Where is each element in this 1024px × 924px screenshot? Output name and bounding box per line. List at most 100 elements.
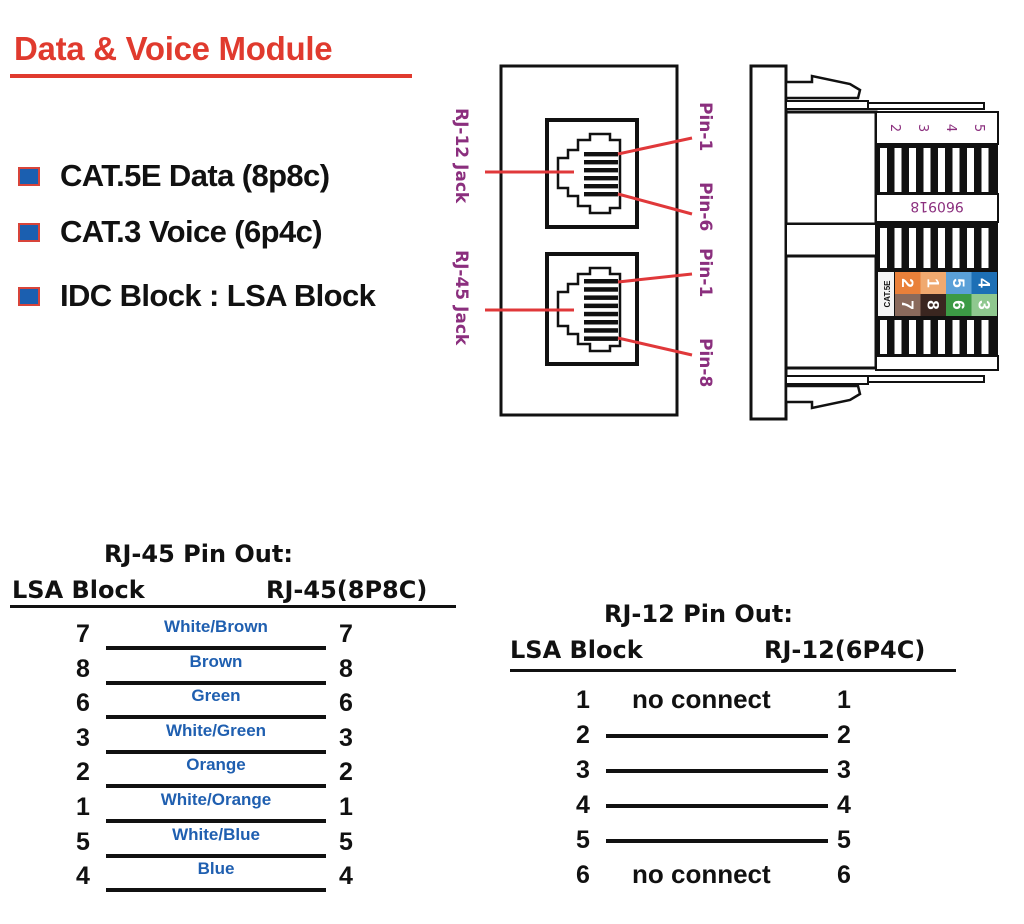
lsa-pin-number: 6 <box>576 861 590 889</box>
color-code-cell <box>946 272 972 294</box>
lsa-pin-number: 7 <box>76 620 90 648</box>
wire-line <box>106 715 326 720</box>
rj45-jack-label: RJ-45 Jack <box>451 250 471 346</box>
feature-item: CAT.3 Voice (6p4c) <box>18 214 323 250</box>
module-front-view: RJ-12 Jack RJ-45 Jack Pin-1 Pin-6 Pin-1 … <box>451 64 715 417</box>
wire-line <box>106 680 326 685</box>
rj45-pin-number: 2 <box>339 758 353 787</box>
color-code-number: 4 <box>974 278 993 288</box>
jack-contact-pin <box>584 287 618 292</box>
cat5e-tag <box>878 272 894 316</box>
rj45-pinout-title: RJ-45 Pin Out: <box>104 540 293 568</box>
rj45-pin-number: 8 <box>339 654 353 683</box>
lsa-pin-number: 1 <box>576 686 590 714</box>
feature-label: IDC Block : LSA Block <box>60 278 376 313</box>
feature-item: CAT.5E Data (8p8c) <box>18 158 330 194</box>
idc-terminal-number: 4 <box>943 124 958 132</box>
rj45-pin-number: 1 <box>339 793 353 821</box>
idc-slot <box>981 148 989 192</box>
idc-slot <box>923 320 931 354</box>
lsa-pin-number: 8 <box>76 654 90 683</box>
idc-slot <box>967 148 974 192</box>
rj45-left-header: LSA Block <box>12 576 145 604</box>
idc-slot <box>894 320 902 354</box>
bullet-square-icon <box>18 222 40 242</box>
rj12-pinout-title: RJ-12 Pin Out: <box>604 600 793 628</box>
leader-rj45-pin1 <box>617 272 693 284</box>
idc-slot <box>894 228 902 268</box>
idc-top-label-strip <box>875 111 999 145</box>
idc-slot <box>981 320 989 354</box>
part-number-label: 960918 <box>910 198 963 214</box>
idc-slot <box>894 148 902 192</box>
lsa-pin-number: 5 <box>76 827 90 856</box>
lsa-pin-number: 4 <box>576 791 590 819</box>
wire-line <box>106 646 326 650</box>
rj12-left-header: LSA Block <box>510 636 643 664</box>
idc-slot <box>880 228 887 268</box>
bottom-clip <box>784 384 862 410</box>
rj12-pin-number: 5 <box>837 826 851 854</box>
jack-contact-pin <box>584 336 618 341</box>
lsa-pin-number: 2 <box>76 758 90 787</box>
idc-slot <box>938 148 945 192</box>
wire-line <box>106 784 326 789</box>
jack-contact-pin <box>584 168 618 173</box>
feature-item: IDC Block : LSA Block <box>18 278 376 314</box>
idc-slot <box>880 320 887 354</box>
rj45-header-rule <box>10 605 456 608</box>
wire-color-label: White/Blue <box>172 824 260 844</box>
rj12-pin-number: 6 <box>837 861 851 889</box>
no-connect-label: no connect <box>632 859 771 889</box>
jack-contact-pin <box>584 303 618 309</box>
idc-block <box>876 112 998 370</box>
leader-rj12-pin1 <box>617 136 693 156</box>
rj12-pin-number: 4 <box>837 791 851 819</box>
idc-slot <box>923 148 931 192</box>
part-number-strip <box>875 193 999 223</box>
idc-slot <box>952 228 960 268</box>
rj45-pin1-label: Pin-1 <box>695 248 715 297</box>
rj12-jack-icon <box>545 118 639 229</box>
idc-slot <box>967 320 974 354</box>
bullet-square-icon <box>18 286 40 306</box>
color-code-number: 8 <box>923 300 942 309</box>
jack-contact-pin <box>584 176 618 181</box>
rj12-jack-label: RJ-12 Jack <box>451 108 471 204</box>
lsa-pin-number: 1 <box>76 793 90 821</box>
idc-slot <box>909 148 916 192</box>
rj45-pin-number: 4 <box>339 862 353 891</box>
wire-color-label: White/Green <box>165 720 267 740</box>
rj12-right-header: RJ-12(6P4C) <box>764 636 926 664</box>
rj12-pin1-label: Pin-1 <box>695 102 715 151</box>
wire-color-label: Orange <box>186 755 246 775</box>
leader-rj45-pin8 <box>617 336 693 357</box>
wire-color-label: White/Orange <box>160 790 272 809</box>
idc-slot <box>938 320 945 354</box>
jack-contact-pin <box>584 279 618 284</box>
title-underline <box>10 74 412 78</box>
wire-line <box>606 769 828 773</box>
color-code-number: 1 <box>923 278 942 287</box>
wire-color-label: Brown <box>189 651 243 671</box>
jack-contact-pin <box>584 184 618 189</box>
color-code-cell <box>920 272 946 294</box>
color-code-number: 2 <box>898 278 917 287</box>
rj12-pin-number: 3 <box>837 756 851 784</box>
color-code-cell <box>895 294 921 316</box>
idc-terminal-number: 3 <box>915 124 930 132</box>
lsa-pin-number: 5 <box>576 826 590 854</box>
page-title: Data & Voice Module <box>14 30 333 67</box>
color-code-number: 3 <box>974 300 993 309</box>
jack-contact-pin <box>584 295 618 300</box>
feature-label: CAT.5E Data (8p8c) <box>60 158 330 193</box>
idc-slot <box>909 320 916 354</box>
color-code-number: 6 <box>949 300 968 309</box>
jack-contact-pin <box>584 320 618 325</box>
rj12-header-rule <box>510 669 956 672</box>
lsa-pin-number: 4 <box>76 862 90 891</box>
rj12-pin6-label: Pin-6 <box>695 182 715 231</box>
wire-line <box>106 853 326 858</box>
idc-slot <box>952 320 960 354</box>
leader-rj12-pin6 <box>617 192 693 216</box>
